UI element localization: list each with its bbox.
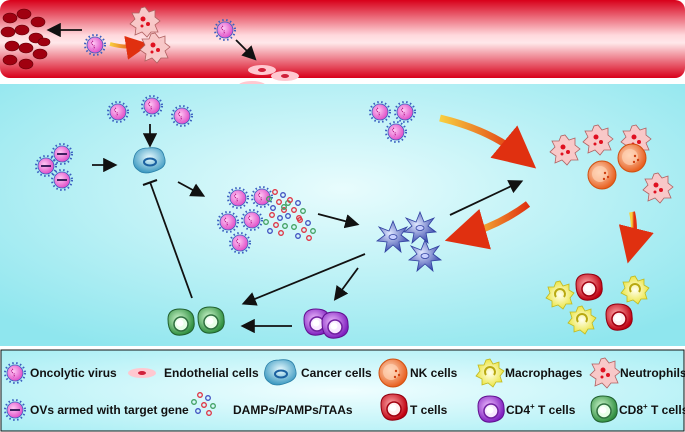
legend-endothelial-cells: Endothelial cells <box>164 366 259 380</box>
arrow <box>241 253 366 306</box>
inhibition-line <box>142 179 193 299</box>
cd8-t-cell-icon <box>590 395 618 423</box>
blood-vessel <box>0 0 685 78</box>
arrow <box>177 181 206 197</box>
legend-macrophages: Macrophages <box>505 366 583 380</box>
red-blood-cells <box>0 8 51 70</box>
t-cell-icon <box>380 393 408 421</box>
cancer-cell-icon <box>263 358 298 386</box>
orange-arrow <box>109 35 150 60</box>
cancer-cell <box>132 146 167 174</box>
legend-t-cells: T cells <box>410 403 448 417</box>
orange-arrow <box>439 114 537 169</box>
orange-arrow <box>618 211 654 264</box>
legend-cd8-t-cells: CD8+ T cells <box>619 402 685 417</box>
arrow <box>333 267 359 301</box>
arrow <box>317 213 360 229</box>
legend-neutrophils: Neutrophils <box>620 366 685 380</box>
legend-nk-cells: NK cells <box>410 366 458 380</box>
cd4-t-cell-icon <box>477 395 505 423</box>
orange-arrow <box>444 201 531 250</box>
cd4-t-cells <box>303 308 349 339</box>
legend-cd4-t-cells: CD4+ T cells <box>506 402 576 417</box>
arrow <box>235 39 257 61</box>
legend: Oncolytic virus Endothelial cells Cancer… <box>4 357 685 423</box>
legend-cancer-cells: Cancer cells <box>301 366 372 380</box>
legend-oncolytic-virus: Oncolytic virus <box>30 366 117 380</box>
legend-box <box>0 349 685 432</box>
legend-armed-ovs: OVs armed with target gene <box>30 403 189 417</box>
endothelial-cell-icon <box>128 368 156 378</box>
nk-cell-icon <box>378 358 408 388</box>
legend-damps: DAMPs/PAMPs/TAAs <box>233 403 353 417</box>
